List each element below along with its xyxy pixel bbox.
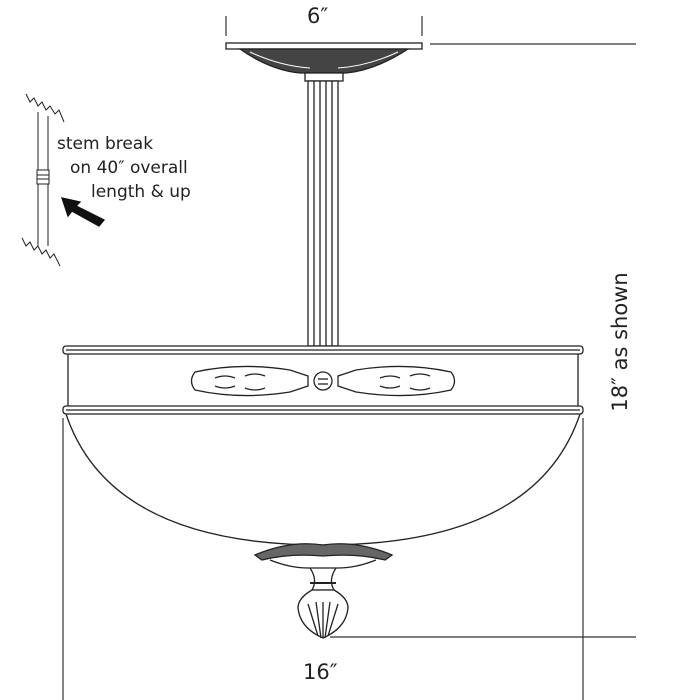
bowl-band bbox=[62, 345, 584, 415]
stem-note-line3: length & up bbox=[91, 182, 191, 202]
bowl-width-label: 16″ bbox=[303, 660, 338, 684]
canopy bbox=[225, 42, 423, 82]
canopy-width-label: 6″ bbox=[307, 4, 329, 28]
stem-break-detail bbox=[21, 93, 65, 267]
arrow-icon bbox=[61, 197, 106, 227]
bowl bbox=[65, 413, 581, 546]
stem-note-line1: stem break bbox=[57, 134, 154, 154]
stem-note-line2: on 40″ overall bbox=[70, 158, 188, 178]
overall-height-label: 18″ as shown bbox=[608, 272, 632, 412]
finial bbox=[253, 543, 394, 639]
stem bbox=[307, 80, 339, 347]
dimension-lines bbox=[62, 16, 636, 700]
